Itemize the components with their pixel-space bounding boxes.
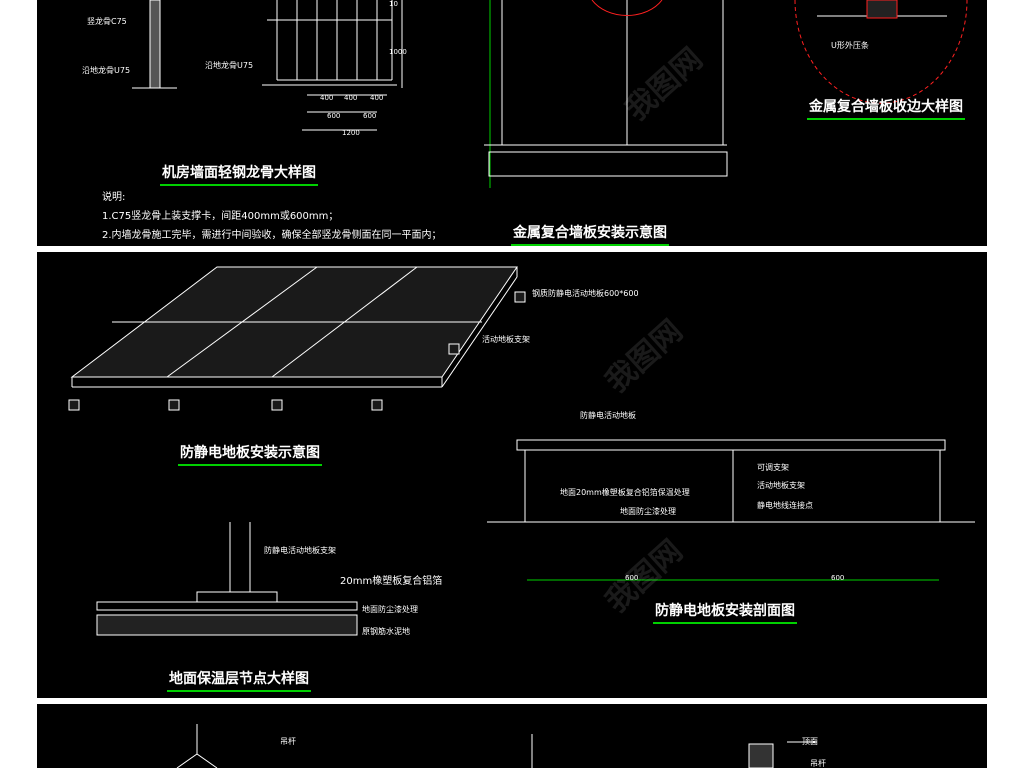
dim-600: 600 [327,112,341,120]
top-drawing-panel: 竖龙骨C75 沿地龙骨U75 沿地龙骨U75 10 1000 400 400 4… [37,0,987,246]
label-detail-dust: 地面防尘漆处理 [362,605,418,614]
label-u-clip: U形外压条 [831,41,869,50]
label-detail-foil: 20mm橡塑板复合铝箔 [340,576,443,587]
label-floor-support: 活动地板支架 [482,335,530,344]
note-line-2: 2.内墙龙骨施工完毕，需进行中间验收，确保全部竖龙骨侧面在同一平面内； [102,230,442,241]
title-insulation-detail: 地面保温层节点大样图 [167,668,311,692]
dim-1000: 1000 [389,48,407,56]
dim-1200: 1200 [342,129,360,137]
label-rod-1: 吊杆 [280,737,296,746]
title-floor-iso: 防静电地板安装示意图 [178,442,322,466]
dim-section-right: 600 [831,574,845,582]
label-insulation: 地面20mm橡塑板复合铝箔保温处理 [560,488,690,497]
label-track: 沿地龙骨U75 [82,66,131,75]
middle-drawing-panel: 钢质防静电活动地板600*600 活动地板支架 防静电地板安装示意图 防静电活动… [37,252,987,698]
label-rod-2: 吊杆 [810,759,826,768]
dim-600: 600 [363,112,377,120]
notes-heading: 说明: [102,192,126,203]
label-detail-support: 防静电活动地板支架 [264,546,336,555]
middle-panel-linework [68,266,975,636]
bottom-panel-linework [176,724,817,768]
title-floor-section: 防静电地板安装剖面图 [653,600,797,624]
dim-section-left: 600 [625,574,639,582]
label-ground: 静电地线连接点 [757,501,813,510]
title-stud-wall: 机房墙面轻钢龙骨大样图 [160,162,318,186]
label-stud: 竖龙骨C75 [87,17,127,26]
dim-400: 400 [320,94,334,102]
note-line-1: 1.C75竖龙骨上装支撑卡，间距400mm或600mm； [102,211,339,222]
label-floor-panel: 钢质防静电活动地板600*600 [532,289,639,298]
top-panel-linework [132,0,968,188]
dim-400: 400 [370,94,384,102]
label-dust-coat: 地面防尘漆处理 [620,507,676,516]
title-wall-panel: 金属复合墙板安装示意图 [511,222,669,246]
floor-iso-linework [68,266,526,411]
label-section-floor: 防静电活动地板 [580,411,636,420]
label-top: 顶面 [802,737,818,746]
floor-section-linework [487,439,975,581]
label-detail-concrete: 原钢筋水泥地 [362,627,410,636]
title-edge-detail: 金属复合墙板收边大样图 [807,96,965,120]
dim-10: 10 [389,0,398,8]
label-adjust: 可调支架 [757,463,789,472]
bottom-drawing-panel: 吊杆 顶面 吊杆 [37,704,987,768]
wall-panel-linework [484,0,728,188]
stud-wall-linework [132,0,403,131]
dim-400: 400 [344,94,358,102]
edge-detail-linework [794,0,968,104]
label-track-2: 沿地龙骨U75 [205,61,254,70]
insulation-detail-linework [96,522,358,636]
label-bracket: 活动地板支架 [757,481,805,490]
